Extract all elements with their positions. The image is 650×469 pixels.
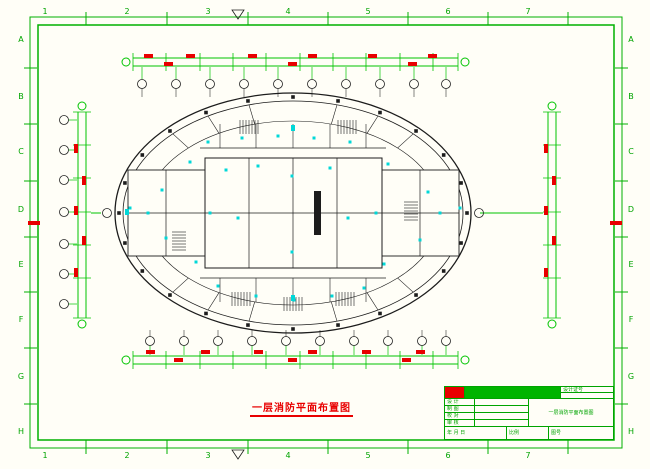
zone-label-left: A — [18, 35, 24, 44]
zone-label-left: H — [17, 427, 25, 436]
title-block-middle: 设 计 制 图 校 对 审 核 一层消防平面布置图 — [445, 399, 613, 426]
zone-ticks — [24, 12, 628, 454]
core-walls — [127, 124, 460, 302]
zone-label-right: B — [628, 92, 634, 101]
field-label: 审 核 — [445, 420, 475, 426]
signature-fields: 设 计 制 图 校 对 审 核 — [445, 399, 529, 426]
certificate-cells: 设计证号 — [561, 387, 613, 398]
zone-label-left: G — [17, 372, 25, 381]
zone-label-bottom: 5 — [365, 451, 371, 460]
zone-label-top: 5 — [365, 7, 371, 16]
title-block-bottom-row: 年 月 日 比例 图号 — [445, 426, 613, 439]
zone-label-right: F — [628, 315, 634, 324]
field-value — [475, 413, 528, 419]
zone-label-top: 1 — [42, 7, 48, 16]
axis-bubbles — [59, 79, 484, 346]
zone-label-bottom: 1 — [42, 451, 48, 460]
zone-label-right: E — [628, 260, 634, 269]
certificate-label: 设计证号 — [561, 387, 613, 393]
field-row: 审 核 — [445, 420, 528, 426]
field-value — [475, 406, 528, 412]
zone-label-left: B — [18, 92, 24, 101]
zone-label-right: D — [627, 205, 635, 214]
zone-label-bottom: 2 — [124, 451, 130, 460]
drawing-number-cell: 图号 — [551, 430, 562, 436]
dimension-end-circles — [77, 57, 557, 365]
date-cell: 年 月 日 — [445, 427, 507, 439]
columns — [117, 95, 469, 331]
zone-label-bottom: 7 — [525, 451, 531, 460]
company-name-bar — [465, 387, 561, 398]
fire-device-symbols — [125, 125, 462, 302]
field-label: 校 对 — [445, 413, 475, 419]
field-row: 校 对 — [445, 413, 528, 420]
zone-label-right: C — [628, 147, 634, 156]
field-row: 制 图 — [445, 406, 528, 413]
company-logo-block — [445, 387, 465, 398]
drawing-name-cell: 一层消防平面布置图 — [548, 409, 594, 416]
frame-borders — [29, 16, 623, 449]
zone-label-left: D — [17, 205, 25, 214]
dimension-text-marks — [74, 54, 556, 362]
zone-label-left: F — [18, 315, 24, 324]
zone-label-right: H — [627, 427, 635, 436]
center-marks — [28, 9, 622, 460]
field-value — [475, 399, 528, 405]
field-label: 设 计 — [445, 399, 475, 405]
zone-label-bottom: 4 — [285, 451, 291, 460]
zone-label-right: G — [627, 372, 635, 381]
zone-label-top: 7 — [525, 7, 531, 16]
zone-label-top: 6 — [445, 7, 451, 16]
zone-label-bottom: 6 — [445, 451, 451, 460]
zone-label-right: A — [628, 35, 634, 44]
radial-partitions — [172, 104, 414, 322]
zone-label-top: 3 — [205, 7, 211, 16]
zone-label-top: 2 — [124, 7, 130, 16]
field-row: 设 计 — [445, 399, 528, 406]
drawing-title: 一层消防平面布置图 — [250, 399, 353, 417]
scale-cell: 比例 — [507, 427, 549, 439]
zone-label-top: 4 — [285, 7, 291, 16]
title-block: 设计证号 设 计 制 图 校 对 审 核 — [444, 386, 614, 440]
certificate-value — [561, 393, 613, 398]
field-label: 制 图 — [445, 406, 475, 412]
zone-label-left: E — [18, 260, 24, 269]
zone-label-bottom: 3 — [205, 451, 211, 460]
title-block-header-row: 设计证号 — [445, 387, 613, 399]
zone-label-left: C — [18, 147, 24, 156]
